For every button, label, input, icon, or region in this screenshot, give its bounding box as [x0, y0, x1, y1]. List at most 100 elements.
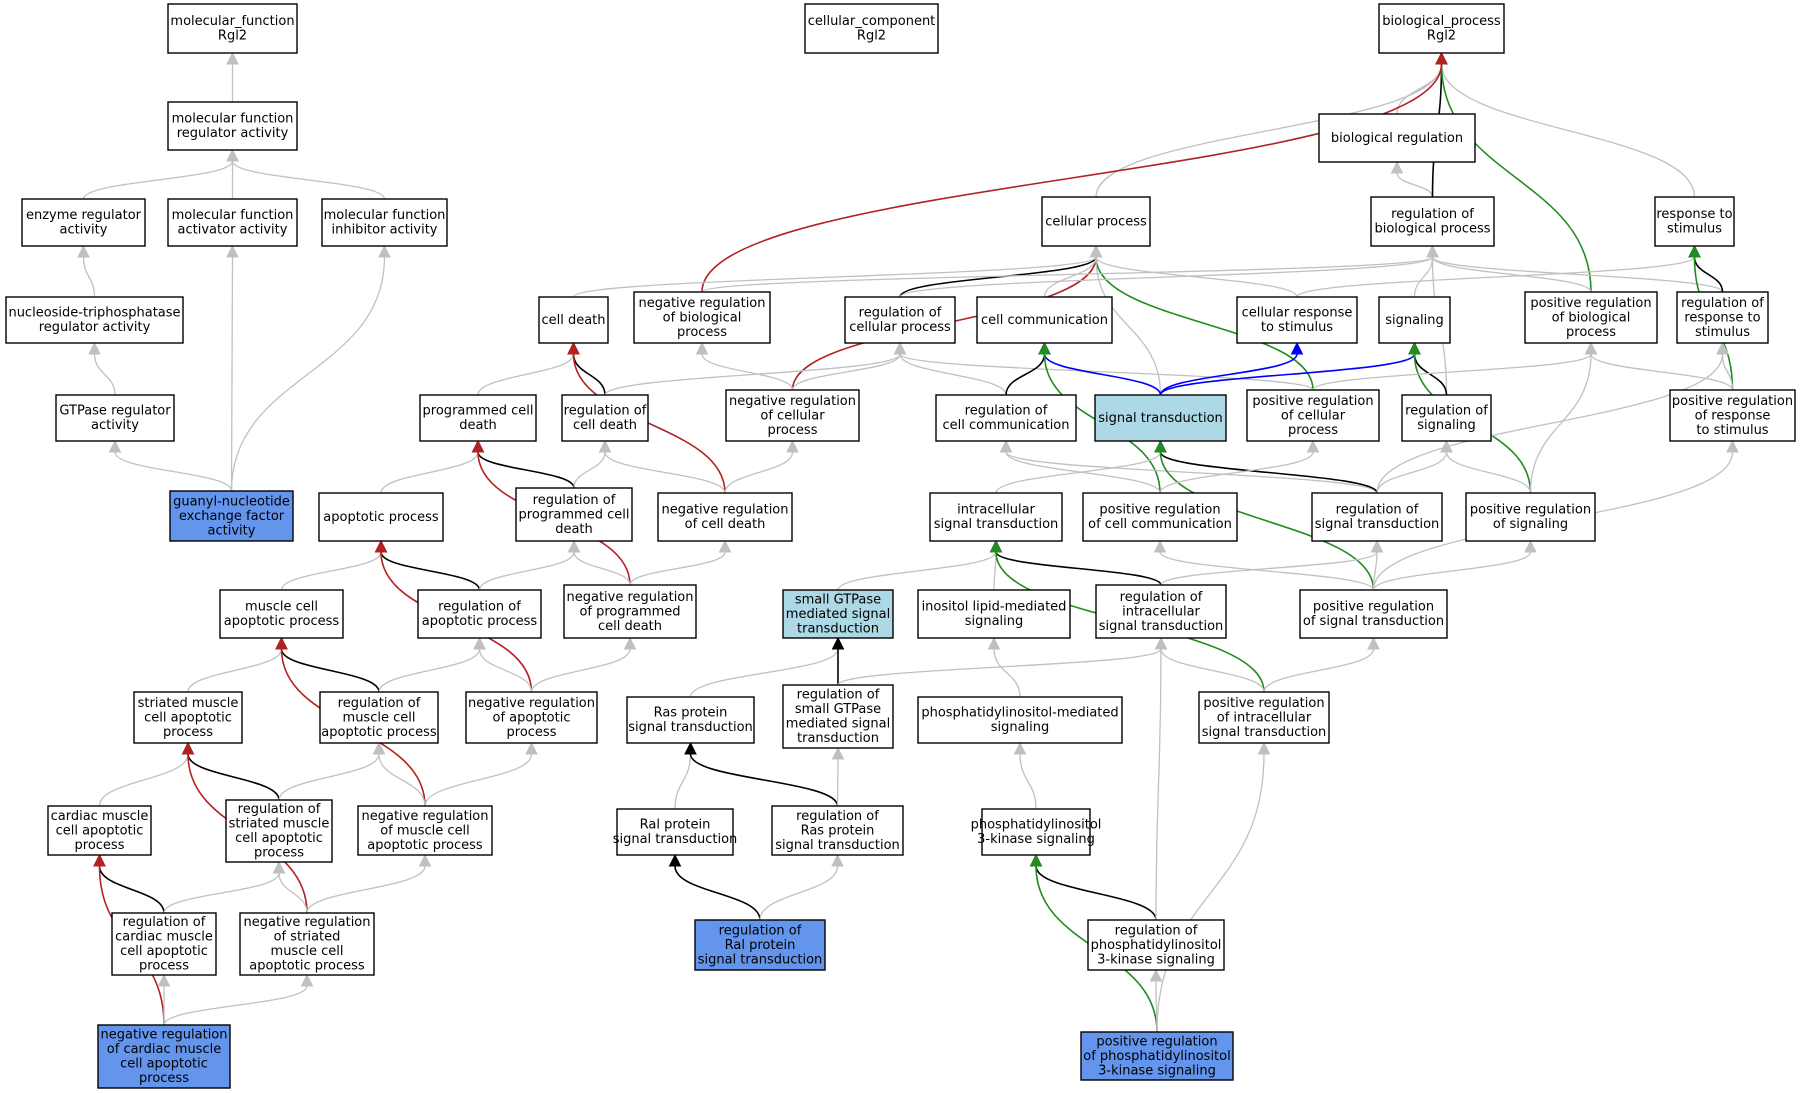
edge-reg-small-gtpase-to-reg-intra	[837, 636, 1168, 686]
node-box	[133, 691, 243, 744]
node-sig-trans[interactable]: signal transduction	[1094, 394, 1227, 442]
node-label-line: apoptotic process	[422, 614, 538, 629]
node-label-line: apoptotic process	[249, 959, 365, 974]
node-label-line: stimulus	[1667, 222, 1722, 237]
node-box	[417, 589, 542, 639]
node-label-line: cardiac muscle	[51, 809, 149, 824]
node-cell-proc[interactable]: cellular process	[1041, 196, 1151, 247]
edge-small-gtpase-to-intra-sig	[837, 539, 1003, 591]
edge-pos-reg-sig-trans-to-reg-sig-trans	[1370, 539, 1384, 591]
node-label-line: cell death	[573, 418, 637, 433]
node-label-line: regulation of	[859, 306, 942, 321]
node-box	[917, 589, 1071, 639]
node-label-line: small GTPase	[795, 702, 881, 717]
node-box	[935, 394, 1077, 442]
node-label-line: regulation of	[1391, 207, 1474, 222]
edge-reg-small-gtpase-to-small-gtpase	[831, 636, 845, 685]
edge-reg-ral-to-ral	[668, 853, 761, 921]
node-label-line: intracellular	[1122, 604, 1200, 619]
node-label-line: signaling	[1417, 418, 1476, 433]
node-signaling[interactable]: signaling	[1378, 296, 1451, 344]
edge-pos-reg-resp-to-pos-reg-bio	[1584, 341, 1734, 391]
node-label-line: process	[1288, 423, 1338, 438]
node-cell-comm[interactable]: cell communication	[976, 296, 1113, 344]
node-label-line: inhibitor activity	[331, 223, 437, 238]
node-box	[1198, 691, 1330, 744]
node-box	[771, 805, 904, 856]
node-label-line: process	[139, 1071, 189, 1086]
node-box	[633, 291, 771, 344]
node-label-line: of intracellular	[1217, 710, 1312, 725]
node-cell-death[interactable]: cell death	[538, 296, 609, 344]
node-label-line: regulation of	[1336, 503, 1419, 518]
node-label-line: striated muscle	[138, 696, 239, 711]
node-box	[239, 912, 375, 976]
node-label-line: activator activity	[178, 223, 288, 238]
edge-pos-reg-cell-comm-to-pos-reg-cell-proc	[1159, 439, 1320, 494]
edge-neg-reg-cell-death-to-neg-reg-cell-proc	[724, 439, 799, 494]
node-box	[929, 492, 1063, 542]
node-box	[1524, 291, 1658, 344]
node-apop[interactable]: apoptotic process	[318, 492, 444, 542]
node-bio-reg[interactable]: biological regulation	[1318, 113, 1476, 163]
node-label-line: transduction	[797, 731, 879, 746]
node-reg-pi3k[interactable]: regulation ofphosphatidylinositol3-kinas…	[1087, 919, 1225, 971]
